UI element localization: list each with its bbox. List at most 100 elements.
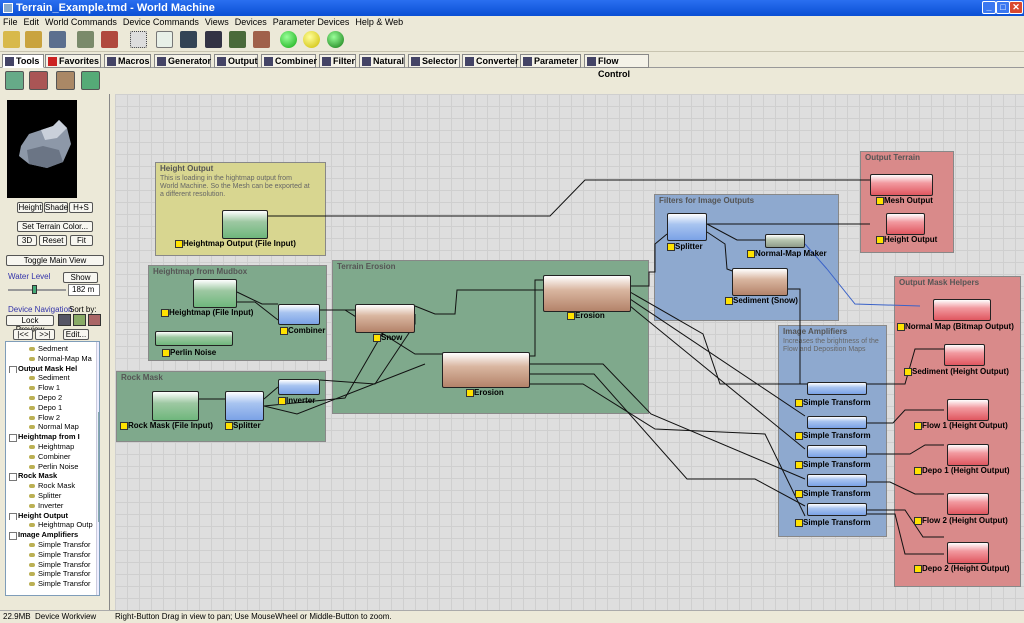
first-device-button[interactable]: |<<	[13, 329, 33, 340]
sort-group-icon[interactable]	[88, 314, 101, 326]
normal-map-maker-node[interactable]	[765, 234, 805, 248]
menu-device-commands[interactable]: Device Commands	[122, 17, 199, 27]
tree-item[interactable]: Simple Transfor	[8, 550, 96, 560]
splitter-node-1[interactable]	[225, 391, 264, 421]
device-workview[interactable]: Height Output This is loading in the hig…	[115, 94, 1024, 610]
portal-tool-icon[interactable]	[81, 71, 100, 90]
show-water-button[interactable]: Show	[63, 272, 98, 283]
flow2-output-node[interactable]	[947, 493, 989, 515]
tab-filter[interactable]: Filter	[319, 54, 356, 68]
menu-edit[interactable]: Edit	[23, 17, 40, 27]
tree-item[interactable]: Perlin Noise	[8, 462, 96, 472]
maximize-button[interactable]: □	[996, 1, 1010, 14]
tree-scrollbar[interactable]	[96, 342, 99, 595]
sort-name-icon[interactable]	[73, 314, 86, 326]
simple-transform-node-1[interactable]	[807, 382, 867, 395]
save-icon[interactable]	[49, 31, 66, 48]
layout-view-icon[interactable]	[180, 31, 197, 48]
tree-group[interactable]: Heightmap from I	[8, 432, 96, 442]
menu-file[interactable]: File	[3, 17, 18, 27]
tree-item[interactable]: Depo 2	[8, 393, 96, 403]
shade-view-button[interactable]: Shade	[44, 202, 69, 213]
build-icon[interactable]	[77, 31, 94, 48]
tree-item[interactable]: Simple Transfor	[8, 560, 96, 570]
group-height-output[interactable]: Height Output This is loading in the hig…	[155, 162, 326, 256]
menu-world-commands[interactable]: World Commands	[45, 17, 117, 27]
tree-group[interactable]: Output Mask Hel	[8, 364, 96, 374]
erosion-node-2[interactable]	[442, 352, 530, 388]
depo1-output-node[interactable]	[947, 444, 989, 466]
toggle-main-view-button[interactable]: Toggle Main View	[6, 255, 104, 266]
tree-item[interactable]: Sedment	[8, 344, 96, 354]
delete-tool-icon[interactable]	[29, 71, 48, 90]
heightmap-output-node[interactable]	[222, 210, 268, 239]
build-yellow-icon[interactable]	[303, 31, 320, 48]
tree-item[interactable]: Simple Transfor	[8, 540, 96, 550]
tree-group[interactable]: Height Output	[8, 511, 96, 521]
sediment-output-node[interactable]	[944, 344, 985, 366]
rock-mask-node[interactable]	[152, 391, 199, 421]
combiner-node[interactable]	[278, 304, 320, 325]
tree-item[interactable]: Normal-Map Ma	[8, 354, 96, 364]
water-level-slider[interactable]	[8, 289, 66, 291]
tab-tools[interactable]: Tools	[2, 54, 44, 68]
group-output-terrain[interactable]: Output Terrain	[860, 151, 954, 253]
tree-item[interactable]: Flow 2	[8, 413, 96, 423]
tab-generator[interactable]: Generator	[154, 54, 211, 68]
tree-item[interactable]: Rock Mask	[8, 481, 96, 491]
tree-group[interactable]: Image Amplifiers	[8, 530, 96, 540]
fit-button[interactable]: Fit	[70, 235, 93, 246]
build-full-icon[interactable]	[327, 31, 344, 48]
group-tool-icon[interactable]	[5, 71, 24, 90]
menu-help[interactable]: Help & Web	[355, 17, 404, 27]
menu-devices[interactable]: Devices	[234, 17, 267, 27]
build-green-icon[interactable]	[280, 31, 297, 48]
group-output-mask-helpers[interactable]: Output Mask Helpers	[894, 276, 1021, 587]
snow-node[interactable]	[355, 304, 415, 333]
erosion-node-1[interactable]	[543, 275, 631, 312]
reset-button[interactable]: Reset	[39, 235, 67, 246]
tab-favorites[interactable]: Favorites	[45, 54, 101, 68]
open-folder-icon[interactable]	[25, 31, 42, 48]
hs-view-button[interactable]: H+S	[69, 202, 93, 213]
tree-item[interactable]: Simple Transfor	[8, 569, 96, 579]
route-tool-icon[interactable]	[56, 71, 75, 90]
tab-flow-control[interactable]: Flow Control	[584, 54, 649, 79]
set-terrain-color-button[interactable]: Set Terrain Color...	[17, 221, 93, 232]
terrain-view-icon[interactable]	[229, 31, 246, 48]
heightmap-file-input-node[interactable]	[193, 279, 237, 308]
terrain-preview[interactable]	[7, 100, 77, 198]
normal-map-bitmap-node[interactable]	[933, 299, 991, 321]
lock-preview-button[interactable]: Lock Preview	[6, 315, 54, 334]
tree-item[interactable]: Heightmap	[8, 442, 96, 452]
texture-view-icon[interactable]	[253, 31, 270, 48]
3d-button[interactable]: 3D	[17, 235, 37, 246]
tree-item[interactable]: Simple Transfor	[8, 579, 96, 589]
inverter-node[interactable]	[278, 379, 320, 395]
tree-item[interactable]: Splitter	[8, 491, 96, 501]
tree-item[interactable]: Sediment	[8, 373, 96, 383]
height-output-node[interactable]	[886, 213, 925, 235]
3d-view-icon[interactable]	[205, 31, 222, 48]
simple-transform-node-2[interactable]	[807, 416, 867, 429]
tree-item[interactable]: Flow 1	[8, 383, 96, 393]
sediment-snow-node[interactable]	[732, 268, 788, 296]
edit-device-button[interactable]: Edit...	[63, 329, 89, 340]
water-level-value[interactable]: 182 m	[68, 284, 100, 296]
device-view-icon[interactable]	[156, 31, 173, 48]
tree-item[interactable]: Depo 1	[8, 403, 96, 413]
tab-natural[interactable]: Natural	[359, 54, 405, 68]
simple-transform-node-3[interactable]	[807, 445, 867, 458]
mesh-output-node[interactable]	[870, 174, 933, 196]
tab-output[interactable]: Output	[214, 54, 258, 68]
export-icon[interactable]	[101, 31, 118, 48]
simple-transform-node-5[interactable]	[807, 503, 867, 516]
next-device-button[interactable]: >>|	[35, 329, 55, 340]
scrollbar-thumb[interactable]	[98, 412, 99, 522]
perlin-noise-node[interactable]	[155, 331, 233, 346]
menu-views[interactable]: Views	[204, 17, 229, 27]
tree-item[interactable]: Combiner	[8, 452, 96, 462]
sort-type-icon[interactable]	[58, 314, 71, 326]
splitter-node-2[interactable]	[667, 213, 707, 241]
